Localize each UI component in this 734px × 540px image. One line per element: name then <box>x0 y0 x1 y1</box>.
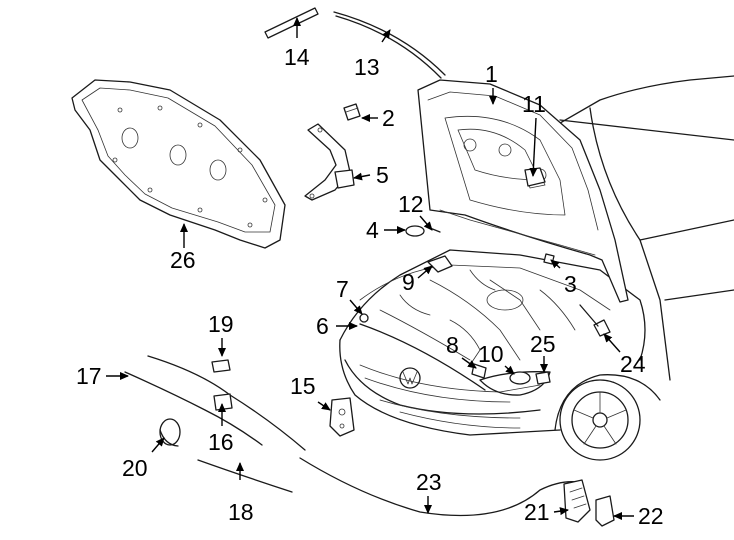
callout-18: 18 <box>228 499 254 525</box>
release-cable-front <box>299 457 579 517</box>
callout-8: 8 <box>446 332 459 358</box>
callout-16: 16 <box>208 429 234 455</box>
callout-22: 22 <box>638 503 664 529</box>
hood-latch <box>329 397 355 437</box>
cable-junction <box>213 393 233 411</box>
hood-bumper <box>343 103 361 121</box>
callout-labels: 1 2 3 4 5 6 7 8 9 10 11 12 13 14 15 16 1… <box>76 44 664 529</box>
handle-cover <box>563 479 591 523</box>
callout-14: 14 <box>284 44 310 70</box>
callout-21: 21 <box>524 499 550 525</box>
prop-rod-clip <box>359 313 369 323</box>
callout-3: 3 <box>564 271 577 297</box>
callout-17: 17 <box>76 363 102 389</box>
callout-5: 5 <box>376 162 389 188</box>
callout-26: 26 <box>170 247 196 273</box>
cable-clip <box>211 359 231 373</box>
callout-23: 23 <box>416 469 442 495</box>
retainer-clip <box>543 253 555 265</box>
cap <box>535 371 551 385</box>
callout-2: 2 <box>382 105 395 131</box>
callout-13: 13 <box>354 54 380 80</box>
callout-19: 19 <box>208 311 234 337</box>
mounting-bracket <box>595 495 615 527</box>
callout-25: 25 <box>530 331 556 357</box>
callout-10: 10 <box>478 341 504 367</box>
callout-24: 24 <box>620 351 646 377</box>
hood-seal <box>333 11 446 79</box>
callout-9: 9 <box>402 269 415 295</box>
callout-20: 20 <box>122 455 148 481</box>
callout-12: 12 <box>398 191 424 217</box>
callout-15: 15 <box>290 373 316 399</box>
callout-1: 1 <box>485 61 498 87</box>
callout-4: 4 <box>366 217 379 243</box>
release-lever <box>159 418 181 447</box>
callout-11: 11 <box>522 91 546 117</box>
hood-hinge <box>304 123 355 201</box>
latch-bracket <box>427 255 453 273</box>
prop-rod <box>359 323 486 391</box>
grommet <box>405 225 425 237</box>
hood-insulator <box>71 79 286 249</box>
release-handle <box>509 371 531 385</box>
callout-6: 6 <box>316 313 329 339</box>
seal-strip <box>264 7 319 39</box>
leader-lines <box>106 17 634 520</box>
hood-panel <box>417 79 629 303</box>
vehicle-front-outline <box>339 75 734 461</box>
release-cable-lower <box>197 459 293 493</box>
callout-7: 7 <box>336 276 349 302</box>
strut <box>593 319 611 337</box>
release-cable-left <box>124 371 263 446</box>
